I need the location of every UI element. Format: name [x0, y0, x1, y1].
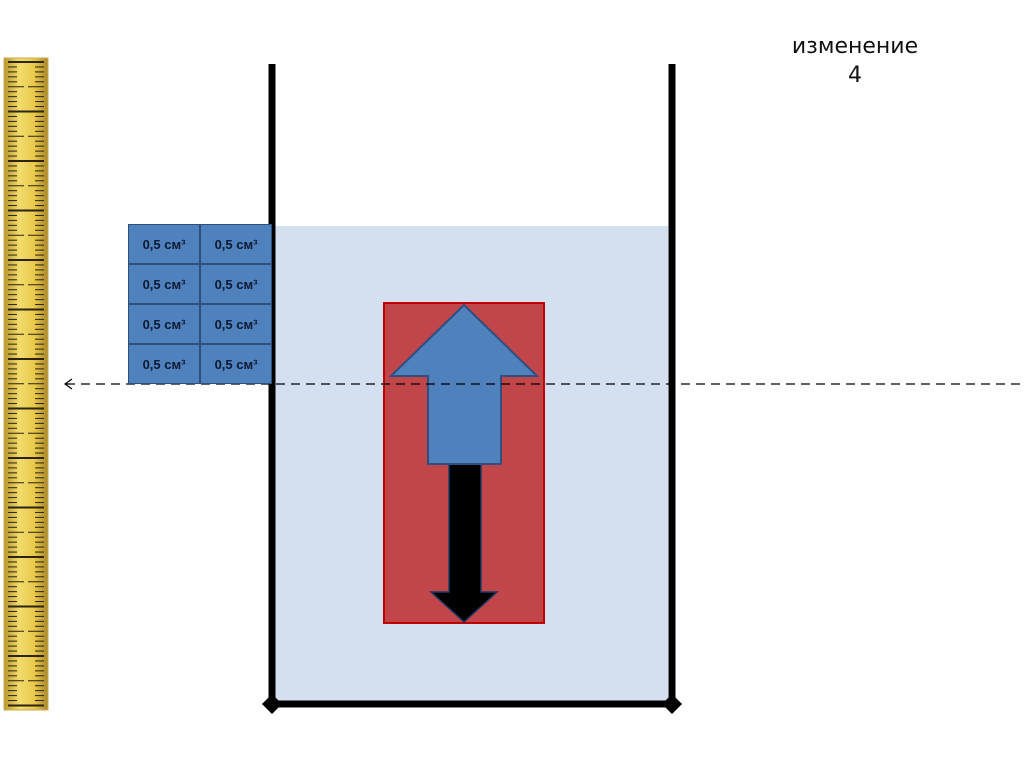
arrow-down-icon — [429, 461, 499, 624]
caption-title: изменение — [791, 34, 919, 59]
caption-number: 4 — [848, 63, 862, 88]
change-caption: изменение 4 — [770, 32, 940, 90]
volume-cell: 0,5 см³ — [128, 304, 200, 344]
volume-cell: 0,5 см³ — [128, 224, 200, 264]
volume-cell: 0,5 см³ — [200, 304, 272, 344]
level-arrowhead-icon — [63, 378, 73, 390]
vessel-corner-left — [262, 694, 282, 714]
ruler-ticks — [8, 61, 44, 707]
volume-cell: 0,5 см³ — [128, 264, 200, 304]
volume-cell: 0,5 см³ — [200, 344, 272, 384]
volume-cell: 0,5 см³ — [200, 224, 272, 264]
volume-cell: 0,5 см³ — [200, 264, 272, 304]
ruler — [3, 57, 49, 711]
vessel-corner-right — [662, 694, 682, 714]
volume-cell: 0,5 см³ — [128, 344, 200, 384]
